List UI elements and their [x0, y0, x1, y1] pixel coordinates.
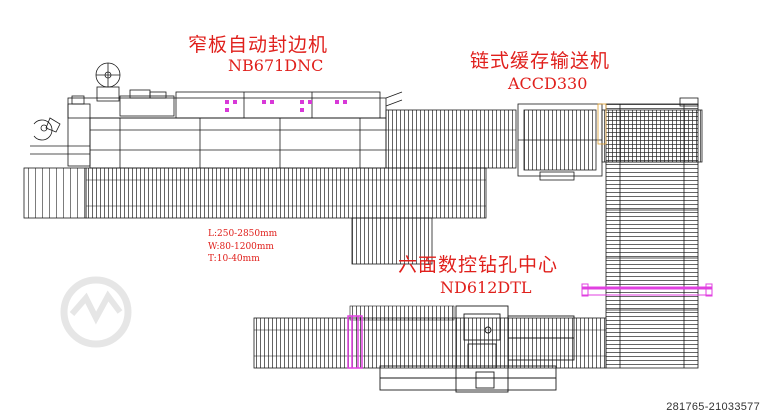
edge-feeder-icon [33, 117, 61, 141]
buffer-name: 链式缓存输送机 [470, 50, 611, 72]
transfer-bar-marker [581, 283, 713, 297]
transfer-conveyor [385, 109, 517, 169]
drilling-line-conveyor [253, 305, 607, 369]
image-id-footer: 281765-21033577 [666, 401, 760, 413]
vertical-conveyor [597, 97, 699, 369]
tape-reel-icon [95, 62, 121, 102]
edgebander-name: 窄板自动封边机 [188, 34, 329, 56]
drilling-center-machine [379, 305, 575, 393]
drilling-name: 六面数控钻孔中心 [398, 254, 559, 276]
drilling-model: ND612DTL [440, 278, 532, 297]
spec-length: L:250-2850mm [208, 229, 278, 239]
spec-thickness: T:10-40mm [208, 254, 260, 264]
return-roller-conveyor [23, 167, 487, 265]
spec-block: L:250-2850mm W:80-1200mm T:10-40mm [208, 228, 277, 266]
edgebander-machine [30, 62, 403, 169]
spec-width: W:80-1200mm [208, 241, 274, 252]
watermark-logo [60, 276, 132, 348]
edgebander-markers [225, 100, 347, 112]
edgebander-model: NB671DNC [228, 56, 324, 75]
drilling-infeed-marker [347, 315, 363, 369]
buffer-model: ACCD330 [508, 74, 588, 93]
